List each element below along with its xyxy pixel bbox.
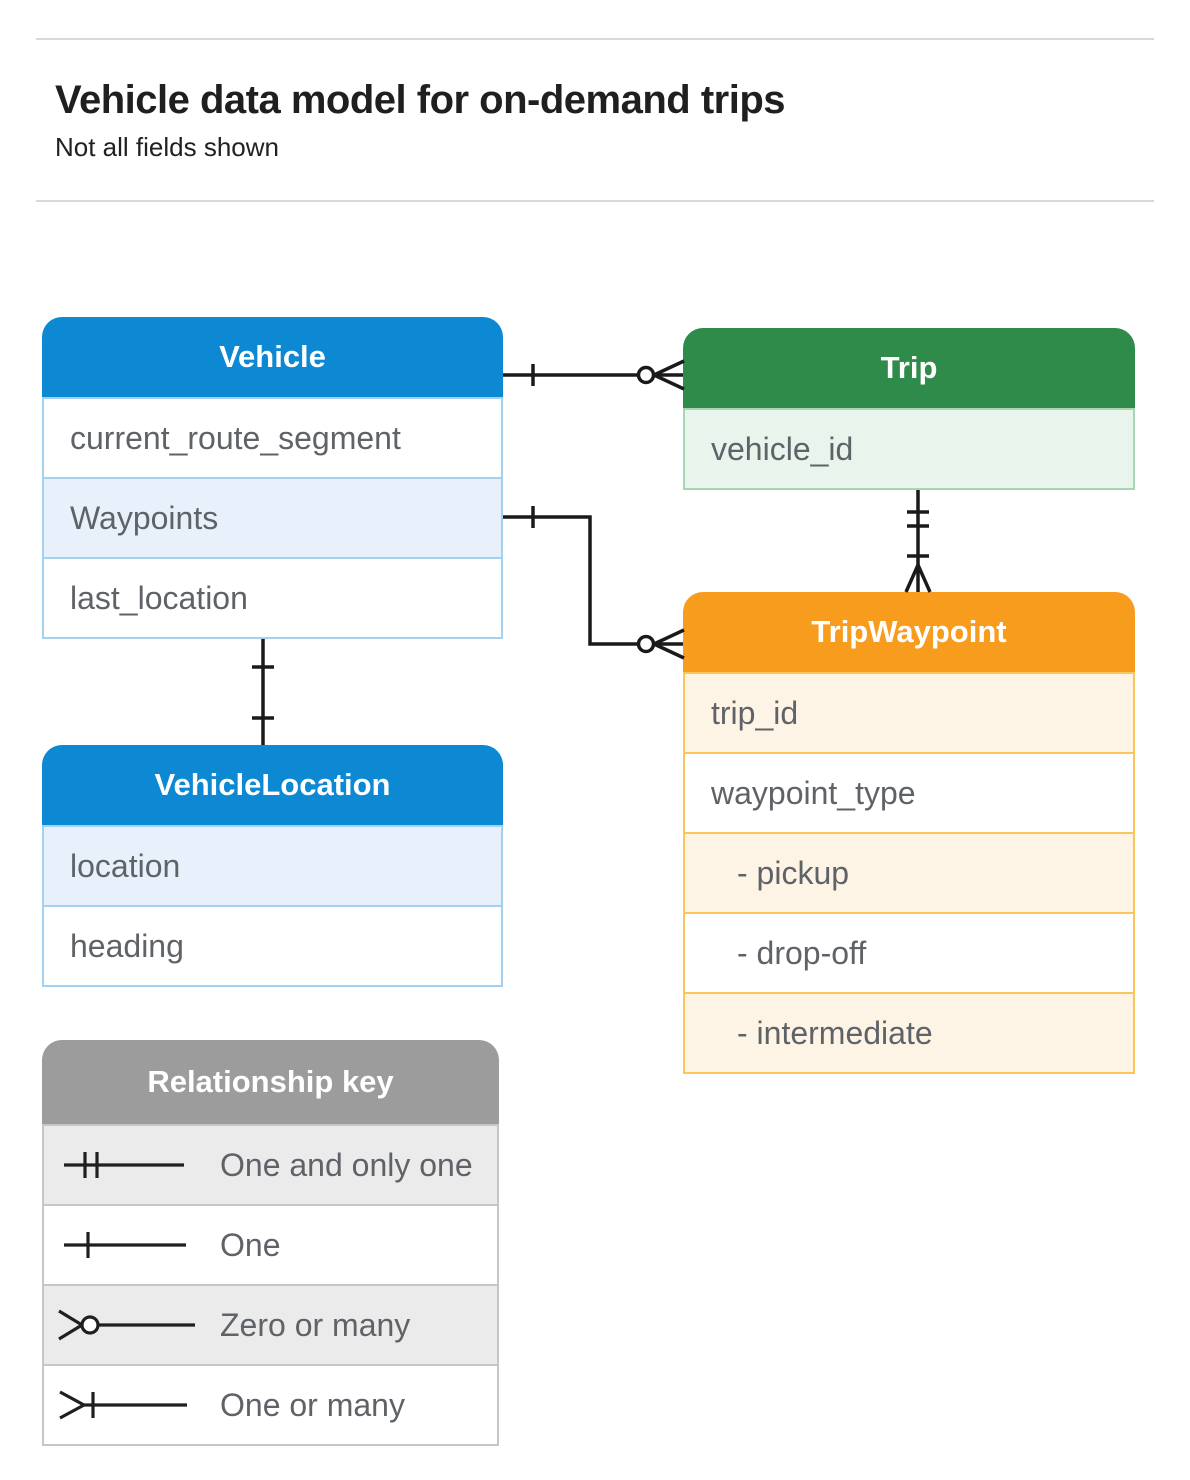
entity-trip: Trip vehicle_id xyxy=(683,328,1135,490)
legend-label: One and only one xyxy=(220,1146,473,1183)
one-icon xyxy=(64,1232,186,1258)
legend-title: Relationship key xyxy=(147,1064,394,1099)
entity-vehicle-title: Vehicle xyxy=(219,339,326,374)
entity-trip-header: Trip xyxy=(683,328,1135,408)
relationship-trip-trip-waypoint xyxy=(904,490,932,593)
entity-vehicle-location-title: VehicleLocation xyxy=(154,767,391,802)
field-heading: heading xyxy=(44,905,501,985)
field-waypoint-type-pickup: - pickup xyxy=(685,832,1133,912)
field-waypoint-type-intermediate: - intermediate xyxy=(685,992,1133,1072)
relationship-vehicle-vehicle-location xyxy=(252,639,274,745)
relationship-waypoints-trip-waypoint xyxy=(503,506,685,660)
zero-circle-icon xyxy=(636,634,656,654)
field-last-location: last_location xyxy=(44,557,501,637)
divider-top xyxy=(36,38,1154,40)
legend-rows: One and only one One Zero or many One or… xyxy=(42,1124,499,1446)
legend-item-one: One xyxy=(44,1204,497,1284)
entity-vehicle: Vehicle current_route_segment Waypoints … xyxy=(42,317,503,639)
field-trip-id: trip_id xyxy=(685,674,1133,752)
legend-item-one-and-only-one: One and only one xyxy=(44,1126,497,1204)
zero-or-many-icon xyxy=(58,1309,195,1341)
field-current-route-segment: current_route_segment xyxy=(44,399,501,477)
legend-label: One xyxy=(220,1226,281,1263)
field-waypoint-type: waypoint_type xyxy=(685,752,1133,832)
entity-vehicle-location-rows: location heading xyxy=(42,825,503,987)
field-waypoints: Waypoints xyxy=(44,477,501,557)
legend: Relationship key One and only one One Ze… xyxy=(42,1040,499,1446)
one-and-only-one-icon xyxy=(64,1152,184,1178)
one-or-many-icon xyxy=(59,1390,187,1420)
crow-foot-icon xyxy=(904,564,932,593)
legend-label: One or many xyxy=(220,1386,405,1423)
crow-foot-icon xyxy=(653,628,685,660)
entity-trip-waypoint: TripWaypoint trip_id waypoint_type - pic… xyxy=(683,592,1135,1074)
field-vehicle-id: vehicle_id xyxy=(685,410,1133,488)
zero-circle-icon xyxy=(636,365,656,385)
one-tick-icon xyxy=(252,665,274,720)
legend-item-zero-or-many: Zero or many xyxy=(44,1284,497,1364)
entity-trip-waypoint-rows: trip_id waypoint_type - pickup - drop-of… xyxy=(683,672,1135,1074)
entity-trip-waypoint-title: TripWaypoint xyxy=(811,614,1007,649)
entity-vehicle-location: VehicleLocation location heading xyxy=(42,745,503,987)
crow-foot-icon xyxy=(653,359,685,391)
page-title: Vehicle data model for on-demand trips xyxy=(55,78,786,122)
legend-label: Zero or many xyxy=(220,1306,411,1343)
entity-trip-rows: vehicle_id xyxy=(683,408,1135,490)
divider-bottom xyxy=(36,200,1154,202)
entity-trip-title: Trip xyxy=(880,350,938,385)
legend-item-one-or-many: One or many xyxy=(44,1364,497,1444)
page-subtitle: Not all fields shown xyxy=(55,132,279,162)
field-waypoint-type-drop-off: - drop-off xyxy=(685,912,1133,992)
relationship-vehicle-trip xyxy=(503,359,685,391)
one-and-only-one-ticks-icon xyxy=(907,510,929,528)
legend-header: Relationship key xyxy=(42,1040,499,1124)
entity-vehicle-location-header: VehicleLocation xyxy=(42,745,503,825)
entity-trip-waypoint-header: TripWaypoint xyxy=(683,592,1135,672)
entity-vehicle-rows: current_route_segment Waypoints last_loc… xyxy=(42,397,503,639)
entity-vehicle-header: Vehicle xyxy=(42,317,503,397)
field-location: location xyxy=(44,827,501,905)
